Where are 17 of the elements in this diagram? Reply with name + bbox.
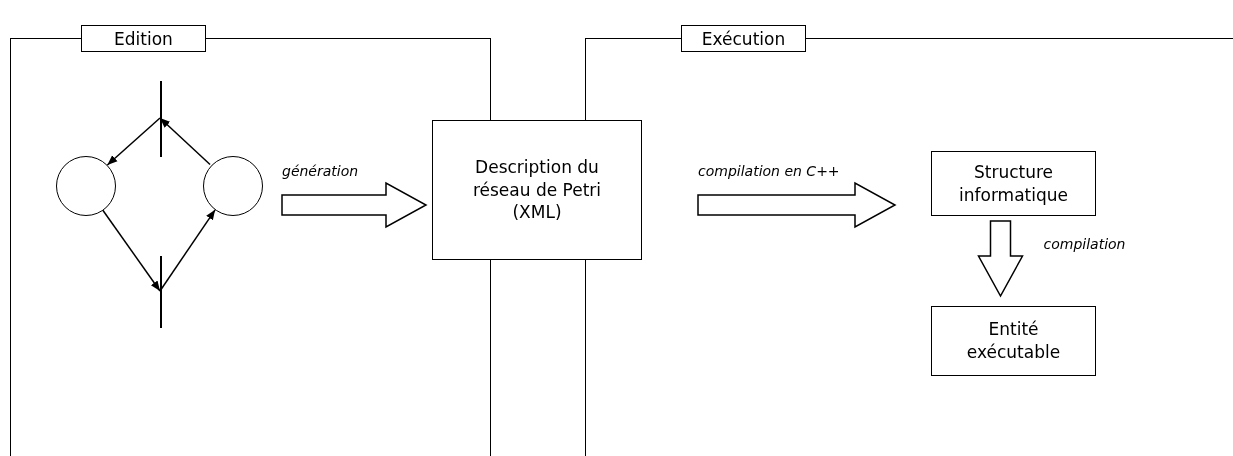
block-arrow (697, 181, 897, 229)
arrow (159, 209, 216, 292)
arrow (159, 117, 211, 166)
arrow (101, 208, 161, 292)
edge-label: compilation en C++ (698, 163, 840, 179)
process-box: Entité exécutable (931, 306, 1096, 376)
edge-label: génération (282, 163, 359, 179)
place-circle (203, 156, 263, 216)
process-box: Description du réseau de Petri (XML) (432, 120, 642, 260)
section-title: Edition (81, 25, 206, 52)
place-circle (56, 156, 116, 216)
edge-label: compilation (1043, 236, 1126, 252)
block-arrow (977, 220, 1024, 298)
section-title: Exécution (681, 25, 806, 52)
arrow (106, 117, 161, 166)
block-arrow (281, 181, 428, 229)
process-box: Structure informatique (931, 151, 1096, 216)
